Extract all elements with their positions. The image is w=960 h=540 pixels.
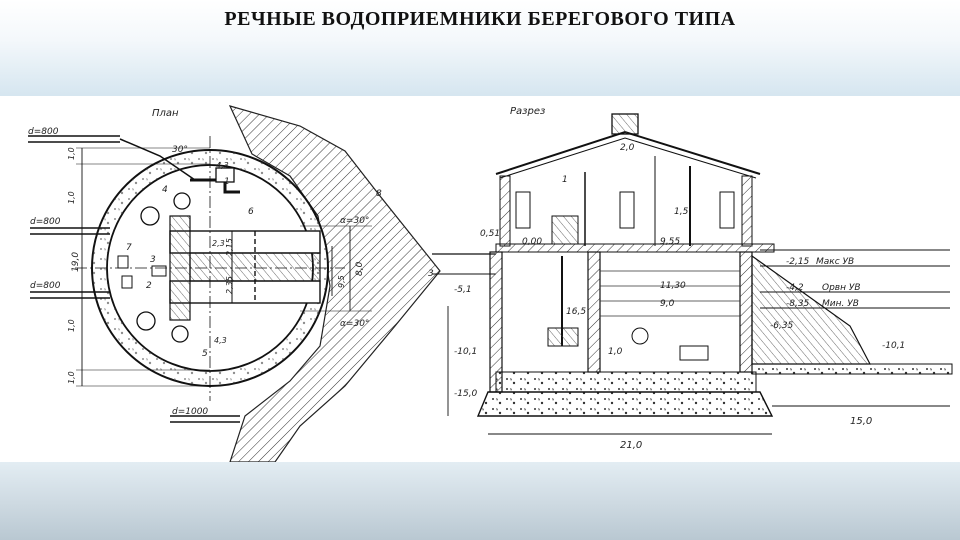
dimension-label: 0,00 — [522, 237, 542, 247]
dimension-label: -10,1 — [882, 341, 905, 351]
dimension-label: 19,0 — [71, 252, 81, 272]
inlet-channel-upper — [169, 230, 321, 254]
motor-icon — [551, 215, 579, 245]
dimension-label: 16,5 — [566, 307, 586, 317]
plan-view: План — [28, 105, 441, 462]
dimension-label: -8,35 — [786, 299, 810, 309]
callout-number: 8 — [376, 189, 382, 199]
pump-icon — [547, 327, 579, 347]
dimension-label: α=30° — [340, 319, 369, 329]
callout-number: 5 — [202, 349, 208, 359]
dimension-label: 1,0 — [67, 319, 76, 332]
pump-icon — [140, 206, 160, 226]
pump-icon — [173, 192, 191, 210]
pipe-label: d=800 — [30, 217, 61, 227]
dimension-label: -4,2 — [786, 283, 804, 293]
pipe-label: d=800 — [30, 281, 61, 291]
dimension-label: 0,51 — [480, 229, 500, 239]
pump-icon — [171, 325, 189, 343]
callout-number: 6 — [248, 207, 254, 217]
callout-number: 7 — [126, 243, 132, 253]
pipe-label: d=1000 — [172, 407, 208, 417]
water-level-label: Макс УВ — [816, 257, 854, 267]
callout-number: 4 — [162, 185, 168, 195]
dimension-label: 9,5 — [337, 275, 346, 288]
dimension-label: 11,30 — [660, 281, 686, 291]
dimension-label: α=30° — [340, 216, 369, 226]
dimension-label: -15,0 — [454, 389, 478, 399]
dimension-label: 21,0 — [620, 440, 642, 451]
plan-heading: План — [152, 108, 179, 119]
section-view: Разрез — [428, 106, 953, 451]
engineering-drawing: План — [0, 96, 960, 462]
dimension-label: 4,3 — [214, 336, 227, 345]
dimension-label: 1,0 — [608, 347, 623, 357]
water-level-label: Орвн УВ — [822, 283, 861, 293]
dimension-label: 1,0 — [67, 371, 76, 384]
dimension-label: 2,0 — [620, 143, 635, 153]
slide-background-bottom — [0, 462, 960, 540]
pipe-label: d=800 — [28, 127, 59, 137]
valve-icon — [631, 327, 649, 345]
callout-number: 3 — [150, 255, 156, 265]
dimension-label: 8,0 — [355, 261, 365, 276]
callout-number: 1 — [224, 177, 230, 187]
riverbank — [751, 254, 871, 365]
dimension-label: 1,5 — [674, 207, 689, 217]
roof-vent — [611, 113, 639, 135]
building-roof — [495, 130, 761, 175]
callout-number: 3 — [428, 269, 434, 279]
slide-title: РЕЧНЫЕ ВОДОПРИЕМНИКИ БЕРЕГОВОГО ТИПА — [224, 8, 736, 30]
section-heading: Разрез — [510, 106, 545, 117]
foundation — [476, 391, 774, 417]
dimension-label: 9,0 — [660, 299, 675, 309]
pump-icon — [136, 311, 156, 331]
dimension-label: 4,3 — [216, 161, 229, 170]
water-level-label: Мин. УВ — [822, 299, 859, 309]
dimension-label: 1,0 — [67, 191, 76, 204]
dimension-label: -10,1 — [454, 347, 477, 357]
dimension-label: 1,0 — [67, 147, 76, 160]
callout-number: 2 — [146, 281, 152, 291]
dimension-label: 2,15 — [225, 238, 234, 256]
inlet-channel-lower — [169, 280, 321, 304]
dimension-label: 2,3 — [212, 239, 225, 248]
callout-number: 1 — [562, 175, 568, 185]
dimension-label: -6,35 — [770, 321, 794, 331]
dimension-label: 2,35 — [225, 276, 234, 294]
dimension-label: 30° — [172, 145, 188, 155]
dimension-label: -2,15 — [786, 257, 810, 267]
dimension-label: 9,55 — [660, 237, 680, 247]
dimension-label: -5,1 — [454, 285, 472, 295]
dimension-label: 15,0 — [850, 416, 872, 427]
